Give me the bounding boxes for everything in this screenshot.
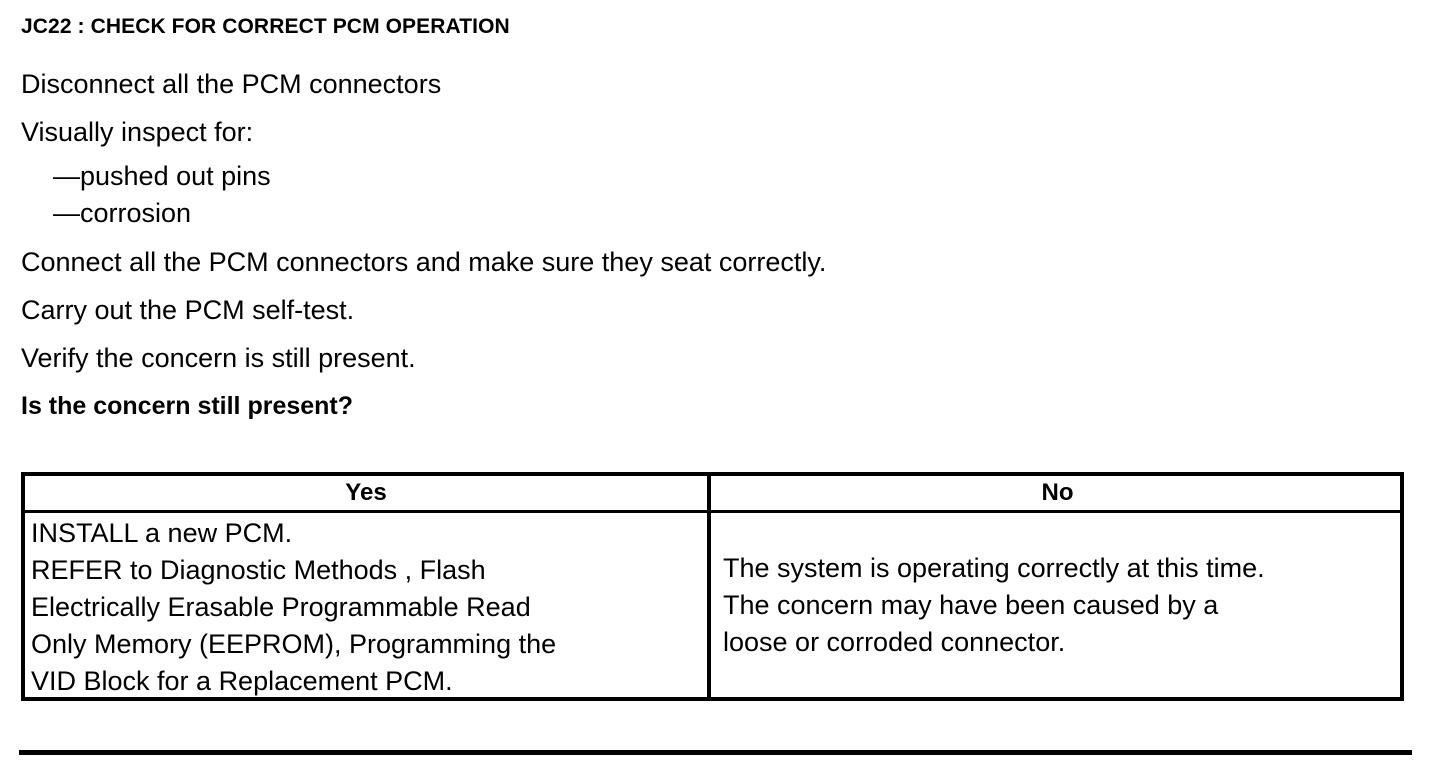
table-cell-yes: INSTALL a new PCM. REFER to Diagnostic M… [25, 513, 711, 697]
cell-text-line: loose or corroded connector. [723, 626, 1066, 657]
decision-question: Is the concern still present? [21, 392, 354, 420]
instruction-block: Disconnect all the PCM connectors Visual… [21, 60, 1411, 430]
column-header-yes: Yes [25, 476, 711, 510]
instruction-line: Connect all the PCM connectors and make … [21, 247, 827, 277]
list-item: —corrosion [53, 198, 192, 228]
column-header-no: No [1041, 479, 1074, 506]
cell-text-line: The concern may have been caused by a [723, 589, 1219, 620]
table-body-row: INSTALL a new PCM. REFER to Diagnostic M… [25, 513, 1400, 697]
section-divider-rule [19, 750, 1412, 755]
decision-table: Yes No INSTALL a new PCM. REFER to Diagn… [21, 472, 1404, 701]
cell-text-line: The system is operating correctly at thi… [723, 552, 1265, 583]
cell-text-line: Only Memory (EEPROM), Programming the [31, 629, 557, 659]
cell-text-line: Electrically Erasable Programmable Read [31, 592, 531, 622]
inspection-bullet-list: —pushed out pins —corrosion [21, 156, 1411, 238]
cell-text-line: VID Block for a Replacement PCM. [31, 666, 453, 696]
table-header-row: Yes No [25, 476, 1400, 513]
cell-text-line: INSTALL a new PCM. [31, 518, 293, 548]
instruction-line: Carry out the PCM self-test. [21, 295, 355, 325]
instruction-line: Verify the concern is still present. [21, 343, 416, 373]
cell-text-line: REFER to Diagnostic Methods , Flash [31, 555, 486, 585]
table-cell-no: The system is operating correctly at thi… [715, 513, 1400, 697]
list-item: —pushed out pins [53, 161, 271, 191]
instruction-line: Visually inspect for: [21, 117, 254, 147]
page-title: JC22 : CHECK FOR CORRECT PCM OPERATION [21, 15, 510, 38]
instruction-line: Disconnect all the PCM connectors [21, 69, 442, 99]
